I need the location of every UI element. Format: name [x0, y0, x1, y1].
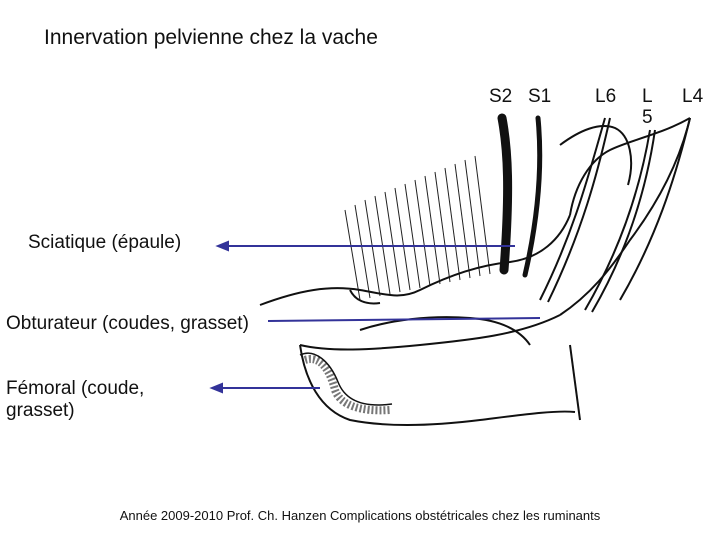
footer-text: Année 2009-2010 Prof. Ch. Hanzen Complic… [119, 508, 601, 523]
label-obturator: Obturateur (coudes, grasset) [6, 313, 249, 334]
arrow-sciatic-head [215, 240, 229, 252]
arrow-obturator [267, 317, 541, 322]
label-femoral: Fémoral (coude, grasset) [6, 378, 145, 421]
root-label-s1: S1 [528, 86, 552, 107]
label-sciatic: Sciatique (épaule) [28, 232, 182, 253]
sacral-nerves [497, 113, 543, 278]
hatched-muscle [344, 155, 491, 301]
diagram-title: Innervation pelvienne chez la vache [44, 26, 378, 49]
root-label-l5: L 5 [642, 86, 653, 128]
arrow-femoral-head [209, 382, 223, 394]
root-label-s2: S2 [489, 86, 513, 107]
lumbar-nerves [539, 117, 691, 313]
pointer-arrows [209, 240, 541, 394]
pelvis-outline [259, 117, 691, 426]
root-label-l6: L6 [595, 86, 617, 107]
root-label-l4: L4 [682, 86, 704, 107]
femoral-groove [303, 355, 391, 415]
